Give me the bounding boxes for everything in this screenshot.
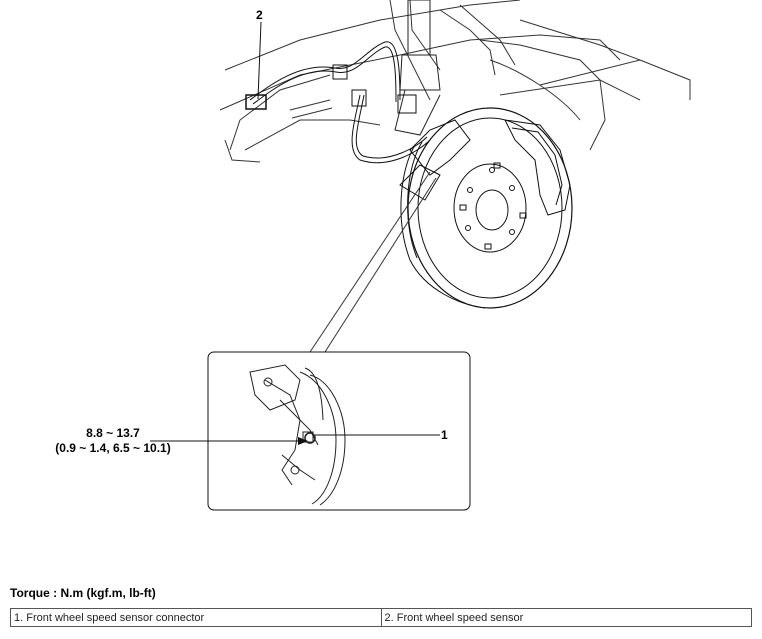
front-suspension-diagram — [150, 0, 691, 511]
strut — [394, 0, 441, 136]
torque-spec-nm: 8.8 ~ 13.7 — [86, 426, 140, 440]
legend-item-2: 2. Front wheel speed sensor — [380, 608, 752, 627]
torque-spec-alt: (0.9 ~ 1.4, 6.5 ~ 10.1) — [55, 441, 171, 455]
callout-label-2: 2 — [256, 8, 263, 22]
brake-disc — [400, 107, 573, 309]
zoom-guide-left — [309, 171, 431, 353]
parts-legend-table: 1. Front wheel speed sensor connector 2.… — [10, 608, 752, 627]
torque-arrowhead — [298, 437, 308, 445]
torque-spec-label: 8.8 ~ 13.7 (0.9 ~ 1.4, 6.5 ~ 10.1) — [33, 426, 193, 456]
detail-inset-frame — [207, 351, 471, 511]
legend-item-1: 1. Front wheel speed sensor connector — [10, 608, 382, 627]
inset-wheel-detail — [249, 364, 346, 506]
callout-label-1: 1 — [441, 428, 448, 442]
torque-heading: Torque : N.m (kgf.m, lb-ft) — [10, 586, 156, 600]
wheel-house-panel — [219, 0, 691, 163]
zoom-guide-right — [324, 177, 437, 353]
legend-row: 1. Front wheel speed sensor connector 2.… — [10, 608, 752, 627]
brake-caliper — [504, 119, 571, 216]
steering-knuckle — [399, 119, 471, 201]
sensor-cable — [245, 41, 431, 164]
callout-2-leader — [257, 21, 262, 100]
